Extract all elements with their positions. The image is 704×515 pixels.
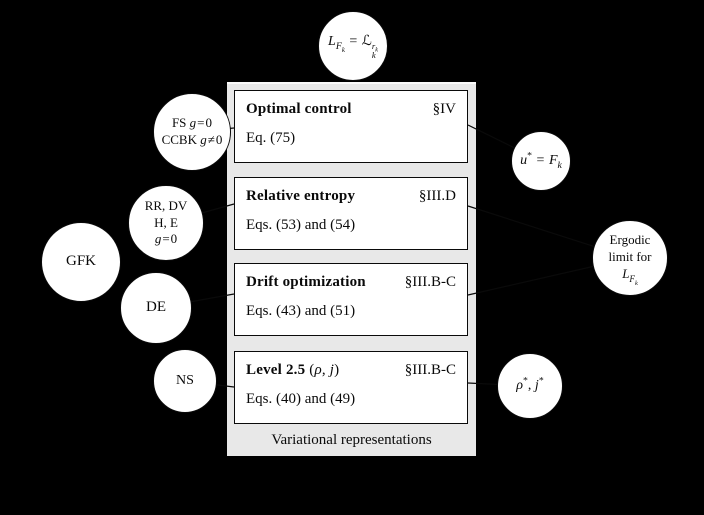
equation-ref: Eqs. (40) and (49) (246, 391, 356, 407)
node-gfk: GFK (41, 222, 121, 302)
node-label: DE (146, 299, 166, 316)
panel-caption: Variational representations (271, 432, 432, 448)
node-label: NS (176, 372, 194, 388)
node-label: ρ*, j* (516, 375, 544, 393)
equation-ref: Eqs. (53) and (54) (246, 217, 356, 233)
box-title: Drift optimization (246, 274, 366, 290)
box-relative-entropy: Relative entropy §III.D Eqs. (53) and (5… (234, 177, 468, 250)
node-label: GFK (65, 253, 96, 270)
equation-ref: Eqs. (43) and (51) (246, 303, 356, 319)
box-level-2-5: Level 2.5 (ρ, j) §III.B-C Eqs. (40) and … (234, 351, 468, 424)
equation-ref: Eq. (75) (246, 130, 296, 146)
node-de: DE (120, 272, 192, 344)
box-title: Optimal control (246, 101, 352, 117)
node-u-star: u* = Fk (511, 131, 571, 191)
box-title: Relative entropy (246, 188, 356, 204)
node-label: u* = Fk (520, 150, 562, 171)
section-ref: §III.B-C (404, 362, 456, 378)
node-rho-j: ρ*, j* (497, 353, 563, 419)
section-ref: §III.D (418, 188, 456, 204)
section-ref: §IV (432, 101, 456, 117)
box-header: Drift optimization §III.B-C (246, 274, 456, 291)
box-header: Optimal control §IV (246, 101, 456, 118)
box-header: Relative entropy §III.D (246, 188, 456, 205)
box-drift-optimization: Drift optimization §III.B-C Eqs. (43) an… (234, 263, 468, 336)
section-ref: §III.B-C (404, 274, 456, 290)
box-optimal-control: Optimal control §IV Eq. (75) (234, 90, 468, 163)
box-title: Level 2.5 (ρ, j) (246, 362, 340, 378)
box-header: Level 2.5 (ρ, j) §III.B-C (246, 362, 456, 379)
node-ns: NS (153, 349, 217, 413)
